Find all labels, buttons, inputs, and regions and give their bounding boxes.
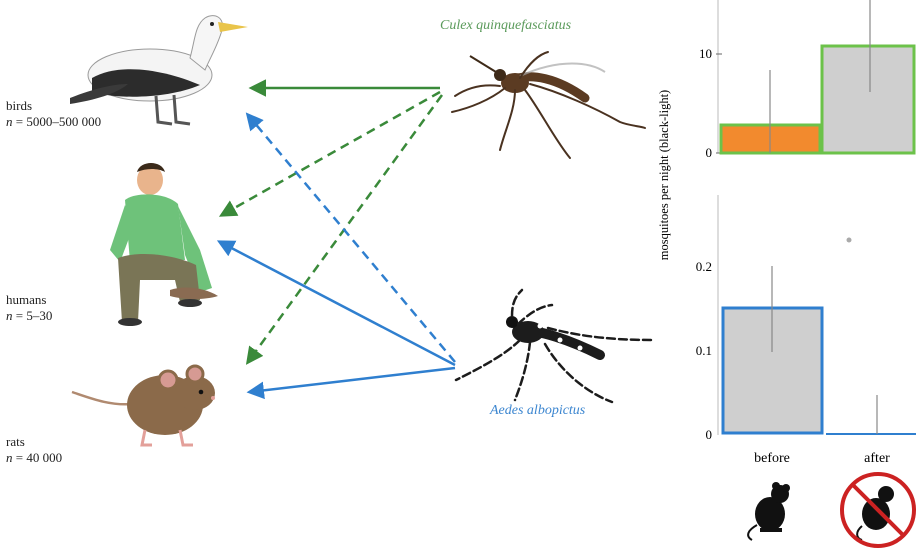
host-name: birds [6, 98, 101, 114]
y-axis-label: mosquitoes per night (black-light) [657, 90, 671, 260]
host-label-rats: rats n = 40 000 [6, 434, 62, 466]
human-icon [110, 163, 218, 326]
arrow-aedes-to-birds [248, 115, 455, 362]
rat-absent-icon [842, 474, 914, 546]
x-tick-label-after: after [864, 451, 890, 466]
interaction-arrows [220, 88, 455, 392]
chart-panel-aedes: 0.2 0.1 0 [696, 195, 916, 442]
species-label-culex: Culex quinquefasciatus [440, 18, 571, 34]
x-tick-label-before: before [754, 451, 790, 466]
aedes-mosquito-icon [456, 290, 652, 402]
chart-panel-culex: 10 0 [699, 0, 914, 160]
host-name: rats [6, 434, 62, 450]
y-tick-label: 0.2 [696, 259, 712, 274]
y-tick-label: 0 [706, 427, 713, 442]
y-tick-label: 0.1 [696, 343, 712, 358]
y-tick-label: 0 [706, 145, 713, 160]
chart: mosquitoes per night (black-light) 10 0 … [657, 0, 916, 546]
species-label-aedes: Aedes albopictus [490, 403, 585, 419]
bar-culex-after [822, 46, 914, 153]
arrow-culex-to-rats [248, 95, 442, 362]
host-name: humans [6, 292, 52, 308]
host-label-humans: humans n = 5–30 [6, 292, 52, 324]
rat-icon [72, 366, 215, 445]
outlier-point [847, 238, 852, 243]
arrow-culex-to-humans [222, 92, 440, 215]
arrow-aedes-to-humans [220, 242, 455, 365]
rat-present-icon [748, 482, 790, 540]
culex-mosquito-icon [452, 52, 645, 158]
arrow-aedes-to-rats [250, 368, 455, 392]
host-label-birds: birds n = 5000–500 000 [6, 98, 101, 130]
y-tick-label: 10 [699, 46, 712, 61]
